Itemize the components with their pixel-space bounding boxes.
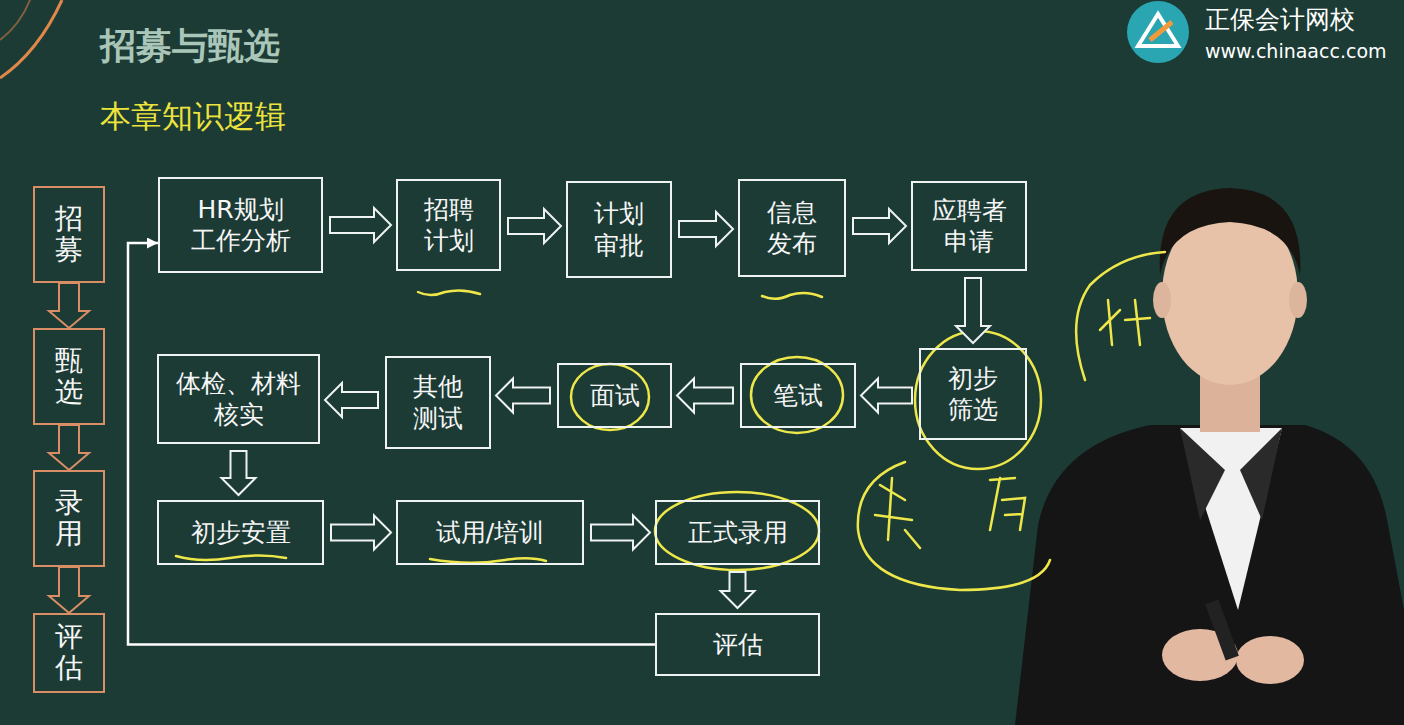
logo-url: www.chinaacc.com <box>1205 40 1387 62</box>
process-box: 面试 <box>557 363 672 428</box>
flow-arrow <box>49 567 89 613</box>
flow-arrow <box>591 516 650 550</box>
ink-circle <box>751 357 843 433</box>
ink-circle <box>571 364 649 430</box>
ink-loop <box>858 462 1050 590</box>
section-subtitle: 本章知识逻辑 <box>100 96 286 138</box>
logo-mark <box>1150 22 1172 40</box>
teacher-shirt <box>1180 428 1282 610</box>
page-title: 招募与甄选 <box>100 22 280 71</box>
flow-arrow <box>853 209 906 243</box>
flow-arrow <box>496 379 550 413</box>
process-box: 招聘 计划 <box>396 179 501 271</box>
logo-name: 正保会计网校 <box>1205 3 1355 36</box>
process-box: 体检、材料 核实 <box>157 354 320 444</box>
box-label: 初步安置 <box>191 517 291 548</box>
ink-circle <box>915 331 1041 469</box>
stage-box: 甄选 <box>33 328 105 425</box>
box-label: 体检、材料 核实 <box>171 368 306 431</box>
ink-scribble <box>990 478 1025 530</box>
box-label: 初步 筛选 <box>944 363 1002 426</box>
handwriting-marks <box>176 252 1165 590</box>
box-label: 信息 发布 <box>763 197 821 260</box>
process-box: 其他 测试 <box>385 356 491 449</box>
process-box: 初步 筛选 <box>919 348 1027 440</box>
box-label: 笔试 <box>773 380 823 411</box>
box-label: 试用/培训 <box>436 517 544 548</box>
process-box: 笔试 <box>740 363 856 428</box>
box-label: 招聘 计划 <box>420 194 478 257</box>
process-box: HR规划 工作分析 <box>158 177 323 273</box>
process-box: 试用/培训 <box>396 500 584 565</box>
stage-label: 招募 <box>55 204 83 266</box>
feedback-arrow <box>128 243 655 645</box>
flow-arrow <box>679 212 733 246</box>
ink-circle <box>655 492 819 570</box>
stage-label: 评估 <box>55 622 83 684</box>
flow-arrow <box>49 283 89 328</box>
teacher-ear <box>1289 282 1307 318</box>
teacher-pointer <box>1205 599 1239 660</box>
box-label: 其他 测试 <box>409 371 467 434</box>
process-box: 初步安置 <box>157 500 324 565</box>
flow-arrow <box>956 278 990 343</box>
stage-box: 评估 <box>33 613 105 693</box>
flow-arrow <box>325 383 378 417</box>
box-label: 计划 审批 <box>590 198 648 261</box>
flow-arrow <box>508 209 561 243</box>
teacher-hand <box>1236 636 1304 684</box>
ink-underline <box>418 290 480 295</box>
stage-box: 录用 <box>33 470 105 567</box>
process-box: 应聘者 申请 <box>911 181 1027 271</box>
flow-arrow <box>861 379 912 413</box>
box-label: HR规划 工作分析 <box>186 194 296 257</box>
flow-arrow <box>330 208 391 242</box>
process-box: 评估 <box>655 613 820 676</box>
box-label: 正式录用 <box>688 517 788 548</box>
ink-underline <box>176 556 286 561</box>
box-label: 应聘者 申请 <box>928 195 1011 258</box>
process-box: 正式录用 <box>655 500 820 565</box>
corner-curve <box>0 0 62 78</box>
teacher-hair <box>1160 188 1301 275</box>
stage-label: 甄选 <box>55 346 83 408</box>
flow-arrow <box>721 572 755 608</box>
ink-underline <box>430 558 546 563</box>
flow-arrow <box>331 516 391 550</box>
teacher-suit <box>1015 425 1404 725</box>
process-box: 计划 审批 <box>566 181 672 278</box>
teacher-ear <box>1153 282 1171 318</box>
ink-loop <box>1076 252 1165 380</box>
ink-scribble <box>875 478 920 548</box>
ink-scribble <box>1100 300 1150 345</box>
flow-arrow <box>677 379 733 413</box>
stage-box: 招募 <box>33 186 105 283</box>
box-label: 面试 <box>590 380 640 411</box>
process-box: 信息 发布 <box>738 179 846 277</box>
stage-label: 录用 <box>55 488 83 550</box>
teacher-lapel <box>1180 428 1282 520</box>
flow-arrow <box>222 451 256 495</box>
flow-arrow <box>49 425 89 470</box>
logo-mark <box>1138 14 1178 46</box>
box-label: 评估 <box>713 629 763 660</box>
corner-curve <box>0 0 30 40</box>
ink-underline <box>762 293 822 299</box>
logo-circle <box>1127 1 1189 63</box>
